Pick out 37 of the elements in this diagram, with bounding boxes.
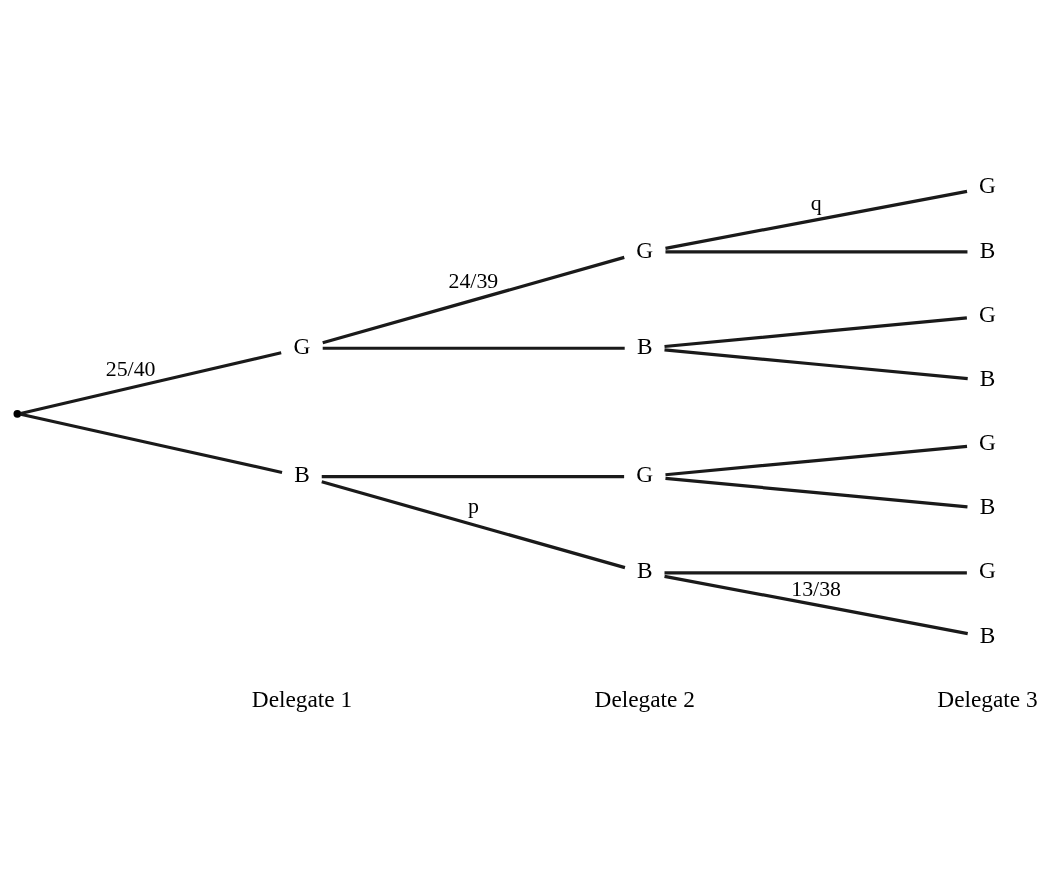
connector — [20, 412, 283, 475]
edge-label: 25/40 — [105, 356, 156, 381]
node-text: G — [636, 461, 654, 488]
node-text: G — [979, 300, 996, 327]
node-text: G — [636, 236, 654, 263]
connector — [664, 348, 968, 381]
label: Delegate 2 — [594, 685, 695, 712]
connector — [664, 574, 968, 636]
node-point — [13, 410, 22, 418]
connector — [665, 189, 968, 250]
connector — [664, 571, 967, 575]
node-text: G — [979, 172, 996, 199]
edge-label: p — [467, 494, 479, 519]
node-text: B — [636, 332, 653, 359]
node-text: B — [979, 364, 996, 391]
connector — [665, 476, 968, 509]
connector — [20, 351, 282, 415]
edge-label: 24/39 — [448, 269, 499, 294]
node-text: G — [979, 557, 996, 584]
node-text: B — [294, 461, 310, 488]
node-text: B — [979, 493, 996, 520]
connector — [664, 316, 968, 349]
connector — [322, 255, 625, 345]
node-text: G — [979, 429, 996, 456]
node-text: B — [636, 557, 653, 584]
node-text: B — [979, 621, 996, 648]
edge-label: q — [810, 190, 822, 215]
connector — [321, 475, 625, 479]
connector — [665, 444, 968, 477]
edge-label: 13/38 — [791, 577, 842, 602]
connector — [665, 250, 968, 254]
label: Delegate 1 — [251, 685, 353, 712]
node-text: B — [979, 236, 996, 263]
node-text: G — [293, 332, 311, 359]
connector — [322, 346, 625, 350]
connector — [321, 480, 626, 570]
label: Delegate 3 — [937, 685, 1038, 712]
